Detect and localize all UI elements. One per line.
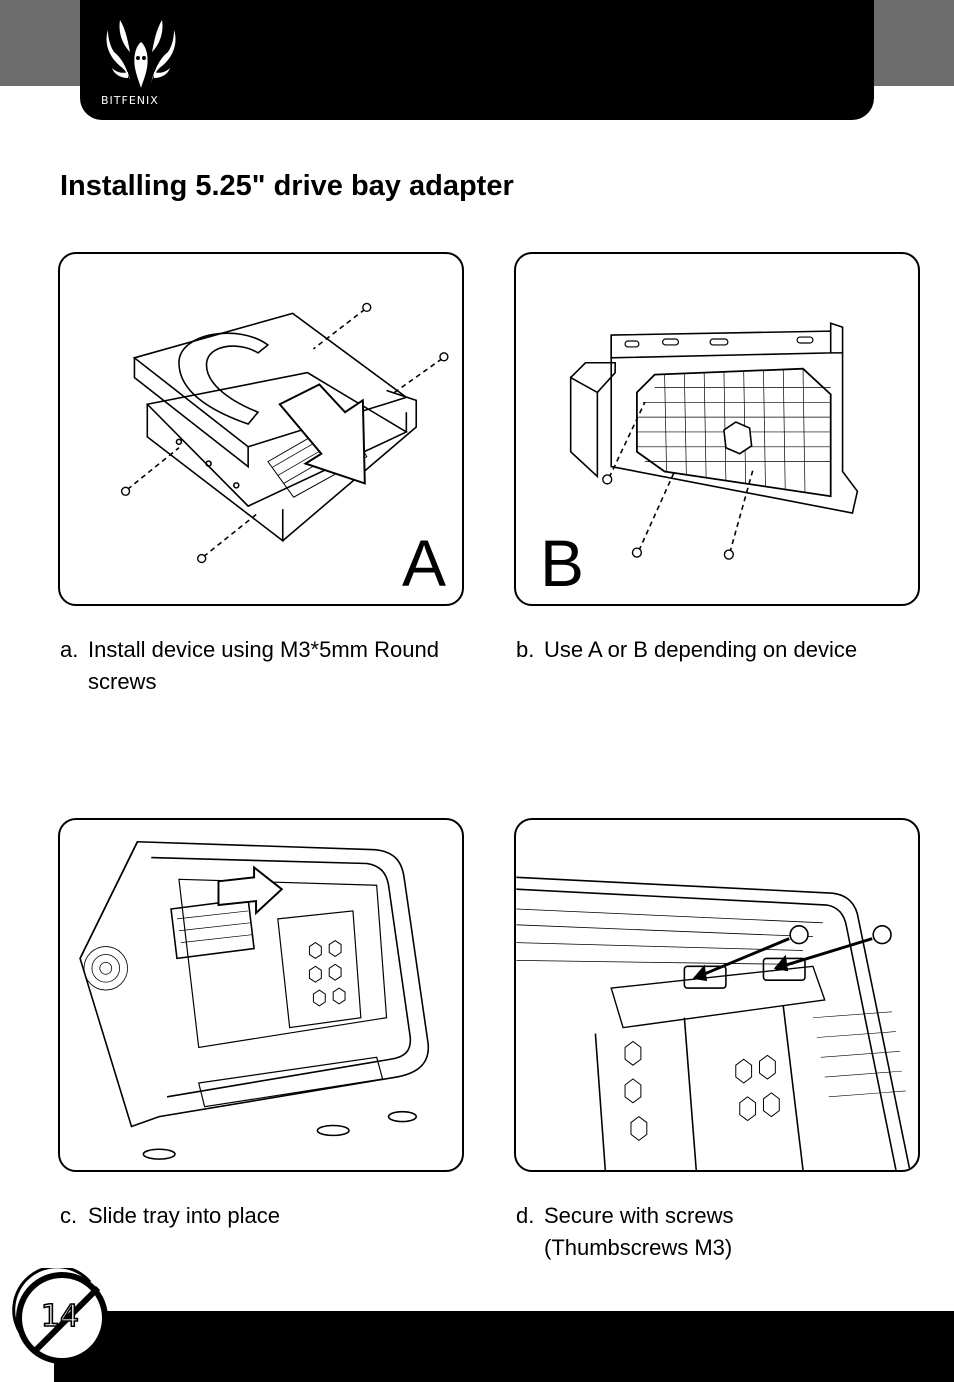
caption-b: b. Use A or B depending on device: [516, 634, 936, 666]
fan-plate-install-drawing: [569, 322, 859, 560]
bitfenix-logo-icon: [106, 20, 176, 88]
panel-a-illustration: A: [58, 252, 464, 606]
panel-d-illustration: [514, 818, 920, 1172]
caption-d: d. Secure with screws (Thumbscrews M3): [516, 1200, 816, 1264]
panel-letter-a: A: [402, 526, 447, 600]
caption-d-text: Secure with screws (Thumbscrews M3): [544, 1203, 734, 1260]
caption-c: c. Slide tray into place: [60, 1200, 480, 1232]
caption-a-text: Install device using M3*5mm Round screws: [88, 637, 439, 694]
caption-c-marker: c.: [60, 1203, 78, 1228]
caption-c-text: Slide tray into place: [88, 1203, 280, 1228]
page-number: 14: [41, 1299, 79, 1334]
drive-cage-install-drawing: [120, 302, 449, 564]
page-title: Installing 5.25" drive bay adapter: [60, 170, 514, 202]
caption-a-marker: a.: [60, 637, 79, 662]
caption-d-marker: d.: [516, 1203, 535, 1228]
page-number-badge: 14: [12, 1268, 108, 1364]
footer-bar: [54, 1311, 954, 1382]
tray-slide-drawing: [79, 840, 429, 1160]
caption-b-marker: b.: [516, 637, 535, 662]
panel-c-illustration: [58, 818, 464, 1172]
caption-a: a. Install device using M3*5mm Round scr…: [60, 634, 480, 698]
header-bar: BITFENIX: [80, 0, 874, 120]
thumbscrew-secure-drawing: [516, 876, 911, 1170]
caption-b-text: Use A or B depending on device: [544, 637, 858, 662]
panel-b-illustration: B: [514, 252, 920, 606]
brand-wordmark: BITFENIX: [101, 94, 159, 107]
panel-letter-b: B: [540, 526, 585, 600]
